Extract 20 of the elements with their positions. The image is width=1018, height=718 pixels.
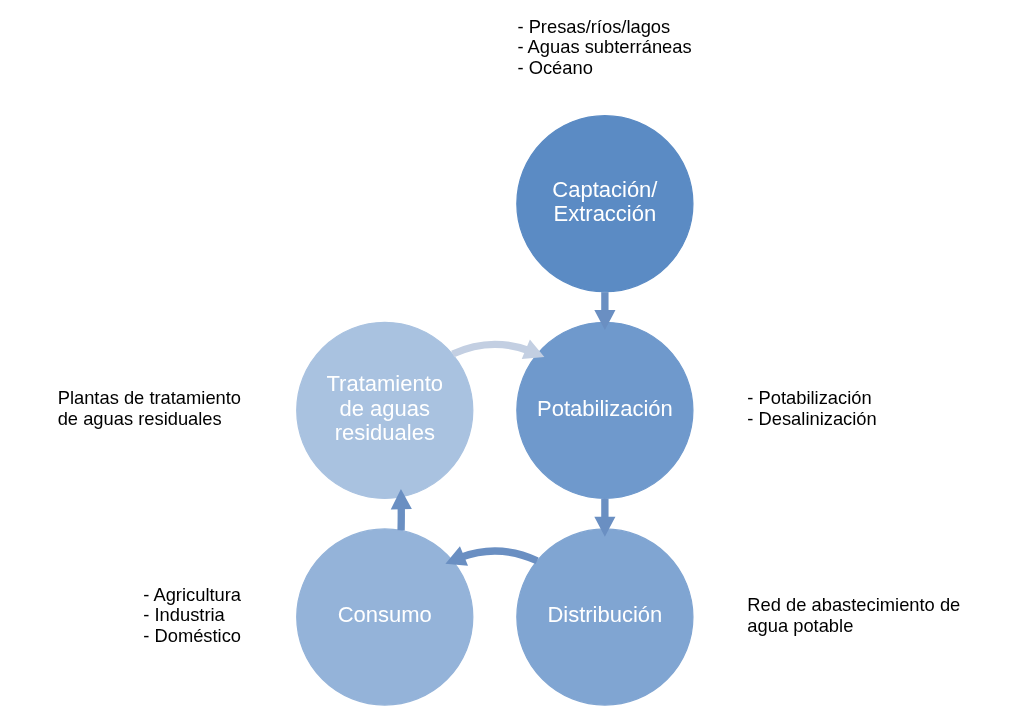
node-label: - Industria: [142, 604, 225, 626]
node-label: Plantas de tratamiento de aguas residuales: [57, 387, 241, 430]
node-label: - Océano: [516, 57, 593, 79]
arrow: [390, 489, 412, 531]
node-circle: Distribución: [515, 528, 694, 706]
node-circle: Tratamiento de aguas residuales: [295, 321, 473, 499]
node-label: - Doméstico: [142, 625, 241, 647]
node-circle: Potabilización: [515, 321, 694, 499]
arrow: [593, 498, 615, 537]
node-label: - Desalinización: [746, 408, 877, 430]
arrow: [593, 292, 615, 331]
arrow: [450, 339, 544, 360]
node-circle: Consumo: [295, 528, 473, 706]
node-label: Red de abastecimiento de agua potable: [746, 593, 960, 636]
node-label: - Agricultura: [142, 583, 241, 605]
node-label: - Presas/ríos/lagos: [516, 15, 670, 37]
node-label: - Potabilización: [746, 387, 872, 409]
node-circle: Captación/ Extracción: [515, 115, 694, 293]
arrow: [444, 546, 539, 566]
node-label: - Aguas subterráneas: [516, 36, 692, 58]
